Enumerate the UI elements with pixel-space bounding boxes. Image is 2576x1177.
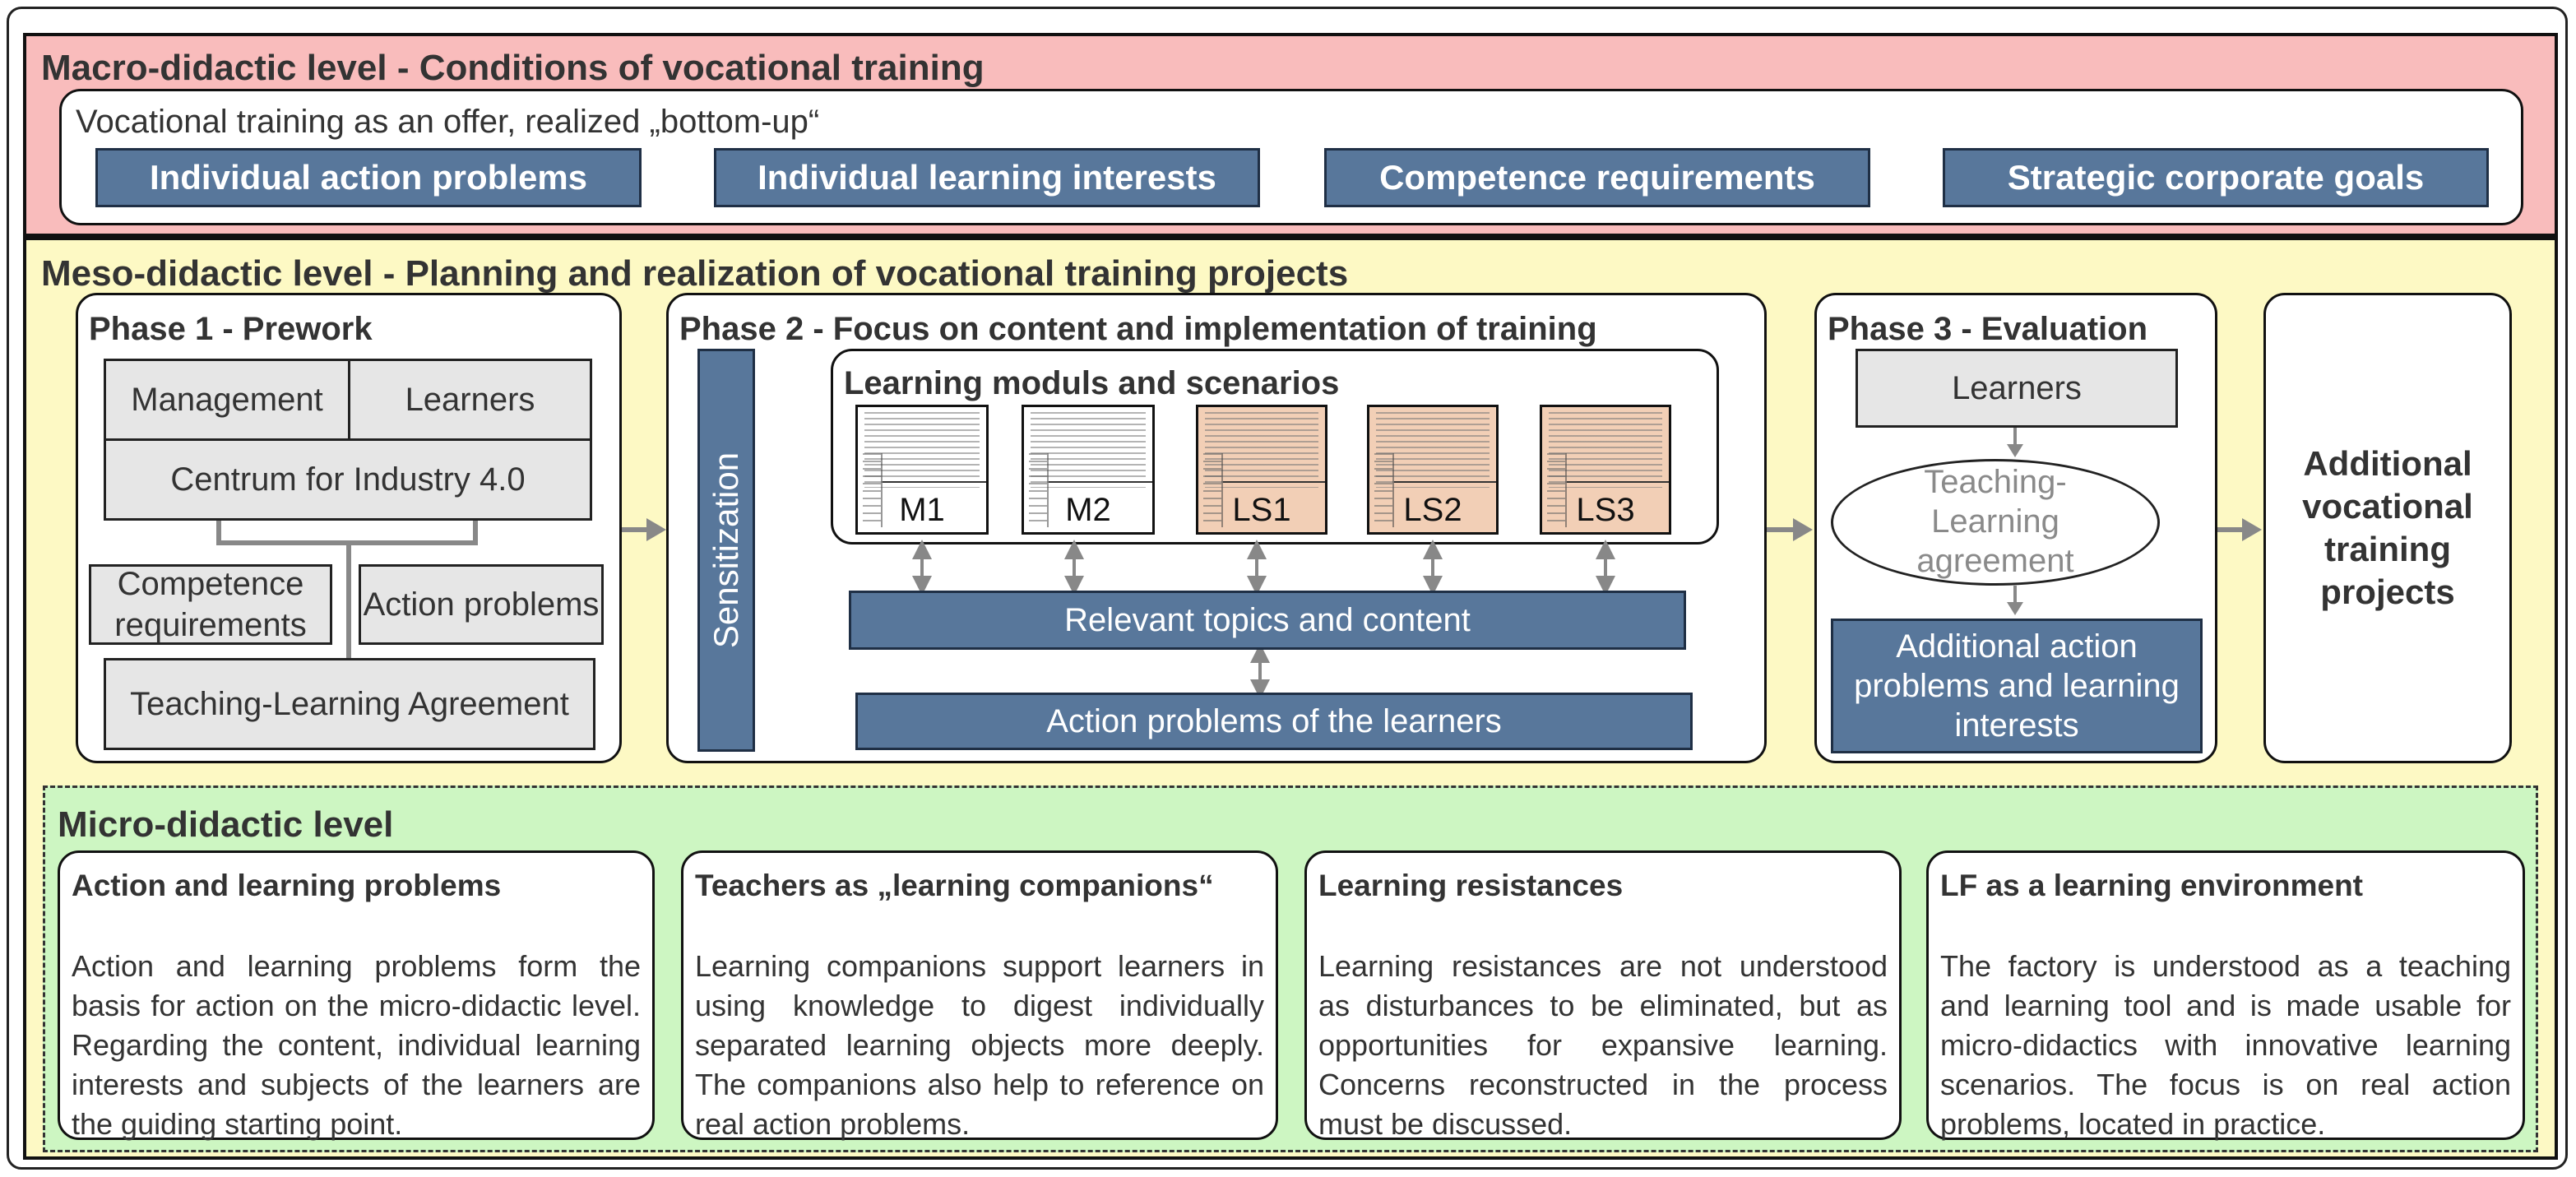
phase3-title: Phase 3 - Evaluation	[1828, 311, 2148, 347]
macro-offer-text: Vocational training as an offer, realize…	[76, 104, 820, 140]
module-ls3-text-lines	[1549, 412, 1662, 488]
macro-item-action-problems: Individual action problems	[95, 148, 642, 207]
additional-projects-box: Additional vocational training projects	[2263, 293, 2512, 763]
phase1-title: Phase 1 - Prework	[89, 311, 373, 347]
phase3-learners-box: Learners	[1856, 349, 2178, 428]
micro-card-body: Learning resistances are not understood …	[1318, 949, 1888, 1142]
micro-card-body: Action and learning problems form the ba…	[72, 949, 641, 1142]
module-ls2-label: LS2	[1403, 492, 1462, 528]
phase1-action-box: Action problems	[359, 564, 604, 645]
micro-card-body: Learning companions support learners in …	[695, 949, 1264, 1142]
module-m1-label: M1	[899, 492, 945, 528]
learning-modules-title: Learning moduls and scenarios	[844, 365, 1340, 401]
module-ls3-divider	[1567, 481, 1669, 483]
micro-card-title: Teachers as „learning companions“	[695, 869, 1214, 902]
module-m2-text-lines	[1031, 412, 1146, 488]
phase1-agreement-box: Teaching-Learning Agreement	[104, 658, 595, 750]
sensitization-bar	[697, 349, 755, 752]
module-m1-column	[863, 453, 883, 527]
module-ls1[interactable]: LS1	[1196, 405, 1327, 535]
micro-card-title: Action and learning problems	[72, 869, 502, 902]
micro-card-teachers: Teachers as „learning companions“ Learni…	[681, 850, 1278, 1141]
module-ls1-label: LS1	[1232, 492, 1291, 528]
module-m2[interactable]: M2	[1022, 405, 1155, 535]
module-ls2[interactable]: LS2	[1367, 405, 1499, 535]
module-m1-divider	[883, 481, 986, 483]
module-m1-text-lines	[864, 412, 980, 488]
arrow-phase3-to-additional	[2217, 518, 2262, 541]
phase1-centrum-box: Centrum for Industry 4.0	[104, 438, 592, 521]
arrow-phase1-to-phase2	[622, 518, 666, 541]
module-ls1-text-lines	[1205, 412, 1318, 488]
micro-card-action-learning: Action and learning problems Action and …	[58, 850, 655, 1141]
phase3-additional-box: Additional action problems and learning …	[1831, 619, 2203, 753]
meso-level-title: Meso-didactic level - Planning and reali…	[41, 253, 1349, 294]
module-m2-column	[1029, 453, 1049, 527]
module-ls2-text-lines	[1376, 412, 1490, 488]
module-ls2-divider	[1394, 481, 1496, 483]
micro-card-title: Learning resistances	[1318, 869, 1624, 902]
macro-item-strategic-goals: Strategic corporate goals	[1943, 148, 2489, 207]
micro-card-lf-environment: LF as a learning environment The factory…	[1926, 850, 2525, 1141]
phase3-agreement-ellipse	[1831, 459, 2160, 586]
module-m2-label: M2	[1065, 492, 1111, 528]
arrow-phase2-to-phase3	[1767, 518, 1813, 541]
module-m1[interactable]: M1	[855, 405, 989, 535]
module-m2-divider	[1049, 481, 1152, 483]
micro-card-title: LF as a learning environment	[1940, 869, 2364, 902]
micro-card-resistances: Learning resistances Learning resistance…	[1304, 850, 1902, 1141]
relevant-topics-box: Relevant topics and content	[849, 591, 1686, 650]
diagram-frame	[7, 7, 2568, 1170]
module-ls2-column	[1374, 453, 1394, 527]
phase3-agreement-label: Teaching-Learning agreement	[1916, 464, 2074, 579]
module-ls1-divider	[1223, 481, 1325, 483]
micro-level-title: Micro-didactic level	[58, 804, 394, 845]
macro-level-title: Macro-didactic level - Conditions of voc…	[41, 48, 985, 88]
micro-card-body: The factory is understood as a teaching …	[1940, 949, 2511, 1142]
phase1-competence-box: Competence requirements	[89, 564, 332, 645]
phase2-title: Phase 2 - Focus on content and implement…	[679, 311, 1597, 347]
action-problems-learners-box: Action problems of the learners	[855, 693, 1693, 750]
macro-item-competence-requirements: Competence requirements	[1324, 148, 1870, 207]
module-ls1-column	[1203, 453, 1223, 527]
module-ls3-column	[1547, 453, 1567, 527]
module-ls3-label: LS3	[1576, 492, 1635, 528]
module-ls3[interactable]: LS3	[1540, 405, 1671, 535]
macro-item-learning-interests: Individual learning interests	[714, 148, 1260, 207]
